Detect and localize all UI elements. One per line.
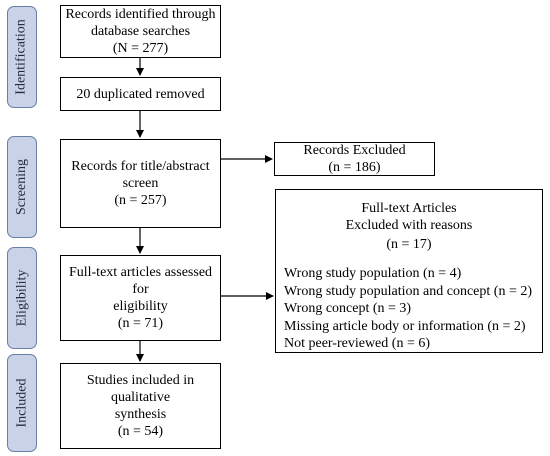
studies-included-line1: Studies included in qualitative xyxy=(86,373,195,405)
stage-included: Included xyxy=(7,354,37,452)
fulltext-assessed-line1: Full-text articles assessed for xyxy=(68,265,213,297)
fulltext-excluded-count: (n = 17) xyxy=(386,237,432,252)
records-screened-line1: Records for title/abstract xyxy=(71,159,210,174)
fulltext-excluded-box: Full-text Articles Excluded with reasons… xyxy=(275,189,543,353)
exclusion-reason: Not peer-reviewed (n = 6) xyxy=(284,336,430,351)
exclusion-reason: Missing article body or information (n =… xyxy=(284,318,526,334)
fulltext-assessed-box: Full-text articles assessed for eligibil… xyxy=(60,255,221,341)
records-identified-line1: Records identified through xyxy=(65,7,216,22)
records-screened-box: Records for title/abstract screen (n = 2… xyxy=(60,139,221,228)
duplicates-removed-text: 20 duplicated removed xyxy=(76,86,205,102)
stage-eligibility: Eligibility xyxy=(7,247,37,349)
stage-screening: Screening xyxy=(7,136,37,238)
studies-included-box: Studies included in qualitative synthesi… xyxy=(60,363,221,449)
exclusion-reason: Wrong study population and concept (n = … xyxy=(284,283,533,299)
records-excluded-box: Records Excluded (n = 186) xyxy=(274,142,435,176)
records-identified-count: (N = 277) xyxy=(112,41,169,56)
studies-included-line2: synthesis xyxy=(114,407,167,422)
fulltext-excluded-subtitle: Excluded with reasons xyxy=(345,218,473,233)
exclusion-reason: Wrong concept (n = 3) xyxy=(284,301,412,316)
records-screened-line2: screen xyxy=(122,176,159,191)
exclusion-reasons-list: Wrong study population (n = 4) Wrong stu… xyxy=(276,265,542,353)
records-identified-line2: database searches xyxy=(90,24,191,39)
exclusion-reason: Wrong study population (n = 4) xyxy=(284,266,462,281)
fulltext-excluded-title: Full-text Articles xyxy=(361,201,457,216)
records-excluded-count: (n = 186) xyxy=(328,160,381,175)
duplicates-removed-box: 20 duplicated removed xyxy=(60,77,221,111)
records-identified-box: Records identified through database sear… xyxy=(60,5,221,58)
fulltext-assessed-line2: eligibility xyxy=(113,299,168,314)
stage-identification: Identification xyxy=(7,6,37,108)
studies-included-count: (n = 54) xyxy=(117,424,164,439)
fulltext-assessed-count: (n = 71) xyxy=(117,316,164,331)
records-excluded-title: Records Excluded xyxy=(303,143,406,158)
records-screened-count: (n = 257) xyxy=(114,193,167,208)
